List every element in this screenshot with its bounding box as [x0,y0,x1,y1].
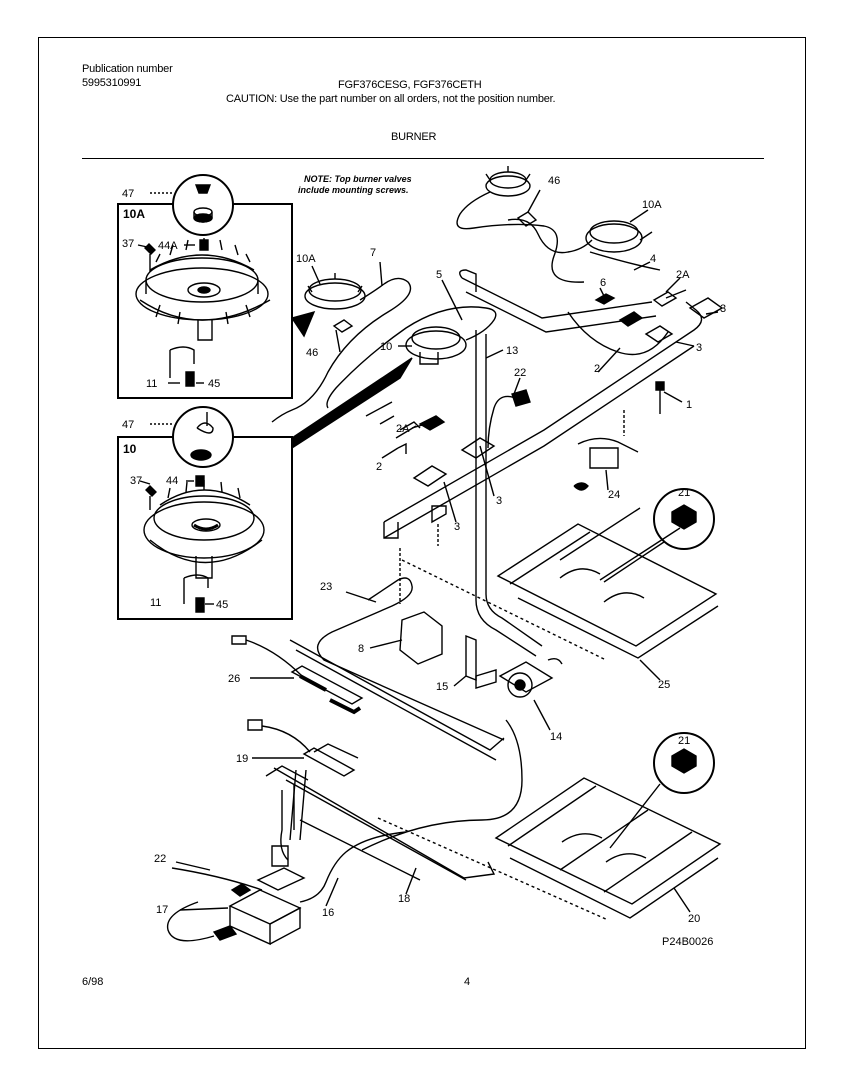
publication-label: Publication number [82,63,173,75]
callout-22-bottom: 22 [154,853,166,865]
page-number: 4 [464,976,470,988]
callout-44: 44 [166,475,178,487]
callout-26: 26 [228,673,240,685]
inset-10a [117,174,293,399]
callout-45-top: 45 [208,378,220,390]
footer-date: 6/98 [82,976,103,988]
note-line-1: NOTE: Top burner valves [304,174,412,184]
callout-11-top: 11 [146,378,157,390]
callout-17: 17 [156,904,168,916]
callout-45-bottom: 45 [216,599,228,611]
callout-2-left: 2 [376,461,382,473]
inset-10 [117,406,293,620]
figure-id: P24B0026 [662,936,713,948]
section-title: BURNER [391,131,437,143]
callout-7: 7 [370,247,376,259]
callout-16: 16 [322,907,334,919]
callout-37-bottom: 37 [130,475,142,487]
burner-10-center [326,306,497,409]
callout-46-mid: 46 [306,347,318,359]
callout-44a: 44A [158,240,178,252]
callout-6: 6 [600,277,606,289]
callout-2a-right: 2A [676,269,690,281]
callout-1: 1 [686,399,692,411]
rear-left-burner [456,166,585,283]
inset-10-tag: 10 [123,442,137,456]
inset-10a-tag: 10A [123,207,145,221]
igniter-19 [247,719,359,777]
note-line-2: include mounting screws. [298,185,409,195]
callout-47-top: 47 [122,188,134,200]
callout-8: 8 [358,643,364,655]
callout-5: 5 [436,269,442,281]
oven-valve-17 [166,831,407,946]
callout-3-b: 3 [696,342,702,354]
header-divider [82,158,764,159]
callout-37-top: 37 [122,238,134,250]
callout-19: 19 [236,753,248,765]
callout-14: 14 [550,731,562,743]
callout-47-bottom: 47 [122,419,134,431]
publication-number: 5995310991 [82,77,142,89]
callout-3-d: 3 [454,521,460,533]
rear-right-burner [507,218,661,271]
burner-10a-small [271,273,412,423]
main-manifold [383,269,724,604]
callout-22-top: 22 [514,367,526,379]
callout-2a-left: 2A [396,423,410,435]
model-numbers: FGF376CESG, FGF376CETH [338,79,482,91]
callout-15: 15 [436,681,448,693]
callout-13: 13 [506,345,518,357]
callout-21-top: 21 [678,487,690,499]
callout-21-bottom: 21 [678,735,690,747]
callout-4: 4 [650,253,656,265]
callout-11-bottom: 11 [150,597,161,609]
callout-3-c: 3 [496,495,502,507]
igniter-26 [231,635,364,715]
callout-10a-right: 10A [642,199,662,211]
page-border [38,37,806,1049]
callout-2-right: 2 [594,363,600,375]
valves-right [594,289,687,327]
callout-10: 10 [380,341,392,353]
heat-deflector-20 [494,777,722,919]
heat-deflector-25 [496,507,719,659]
callout-25: 25 [658,679,670,691]
callout-20: 20 [688,913,700,925]
callout-46-top: 46 [548,175,560,187]
callout-3-a: 3 [720,303,726,315]
callout-23: 23 [320,581,332,593]
callout-10a-left: 10A [296,253,316,265]
callout-24: 24 [608,489,620,501]
callout-18: 18 [398,893,410,905]
caution-text: CAUTION: Use the part number on all orde… [226,93,556,105]
